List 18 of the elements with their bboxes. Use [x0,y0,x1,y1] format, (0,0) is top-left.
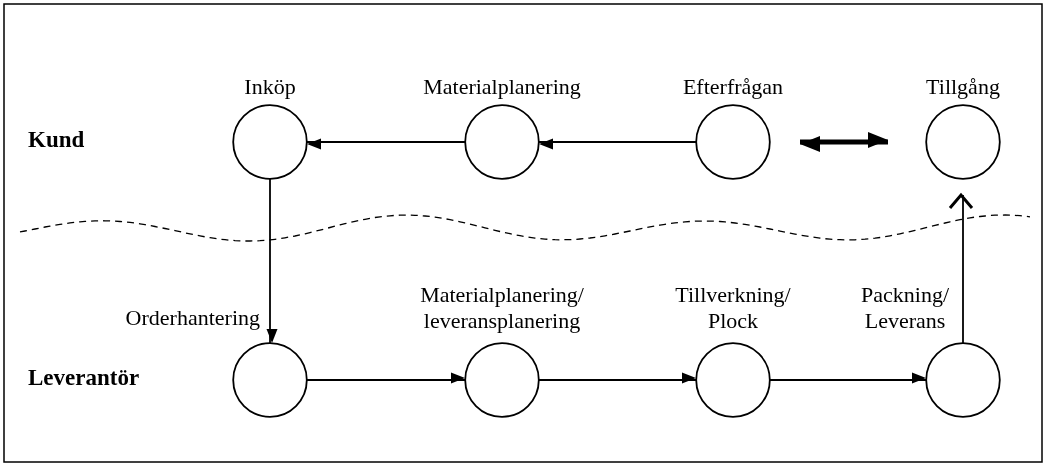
arrow [306,138,466,150]
node-label: Orderhantering [124,305,260,331]
arrow [800,132,888,152]
node-label: Efterfrågan [681,74,785,100]
node-label: Packning/ Leverans [860,282,950,334]
node-label: Tillgång [925,74,1001,100]
row-label: Leverantör [28,365,140,391]
row-label: Kund [28,127,85,153]
node-label: Inköp [243,74,297,100]
arrow [306,372,466,384]
node-label: Materialplanering/ leveransplanering [419,282,585,334]
arrow [266,178,278,344]
node-label: Tillverkning/ Plock [674,282,792,334]
arrow [948,193,974,344]
arrow [538,372,697,384]
arrow [769,372,927,384]
node-label: Materialplanering [422,74,582,100]
arrow [538,138,697,150]
